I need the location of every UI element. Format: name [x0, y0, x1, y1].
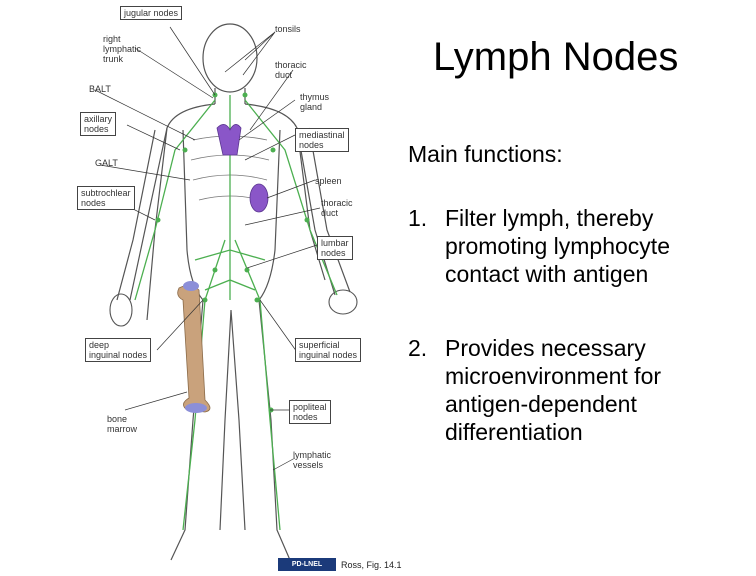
label-bone-marrow: bone marrow	[107, 414, 138, 434]
slide-title: Lymph Nodes	[433, 35, 679, 79]
label-galt: GALT	[95, 158, 118, 168]
label-spleen: spleen	[315, 176, 342, 186]
label-lymphatic-vessels: lymphatic vessels	[293, 450, 332, 470]
label-tonsils: tonsils	[275, 24, 301, 34]
label-mediastinal-nodes: mediastinal nodes	[295, 128, 349, 152]
label-subtrochlear-nodes: subtrochlear nodes	[77, 186, 135, 210]
publisher-logo: PD-LNEL	[278, 558, 336, 571]
label-thoracic-duct-lower: thoracic duct	[321, 198, 353, 218]
list-item: 2. Provides necessary microenvironment f…	[408, 334, 748, 454]
label-lumbar-nodes: lumbar nodes	[317, 236, 353, 260]
figure-credit: Ross, Fig. 14.1	[341, 560, 402, 570]
lymphatic-system-figure: jugular nodes tonsils right lymphatic tr…	[75, 0, 410, 576]
label-balt: BALT	[89, 84, 111, 94]
list-item-number: 2.	[408, 335, 428, 361]
body-illustration	[94, 23, 358, 561]
list-item: 1. Filter lymph, thereby promoting lymph…	[408, 204, 748, 294]
label-superficial-inguinal-nodes: superficial inguinal nodes	[295, 338, 362, 362]
slide-subtitle: Main functions:	[408, 141, 563, 167]
list-item-number: 1.	[408, 205, 428, 231]
list-item-text: Provides necessary microenvironment for …	[445, 335, 662, 445]
label-thymus-gland: thymus gland	[300, 92, 330, 112]
list-item-text: Filter lymph, thereby promoting lymphocy…	[445, 205, 670, 287]
label-jugular-nodes: jugular nodes	[120, 6, 183, 20]
label-axillary-nodes: axillary nodes	[80, 112, 117, 136]
label-thoracic-duct-upper: thoracic duct	[275, 60, 307, 80]
label-popliteal-nodes: popliteal nodes	[289, 400, 331, 424]
label-deep-inguinal-nodes: deep inguinal nodes	[85, 338, 152, 362]
label-right-lymphatic-trunk: right lymphatic trunk	[103, 34, 142, 64]
